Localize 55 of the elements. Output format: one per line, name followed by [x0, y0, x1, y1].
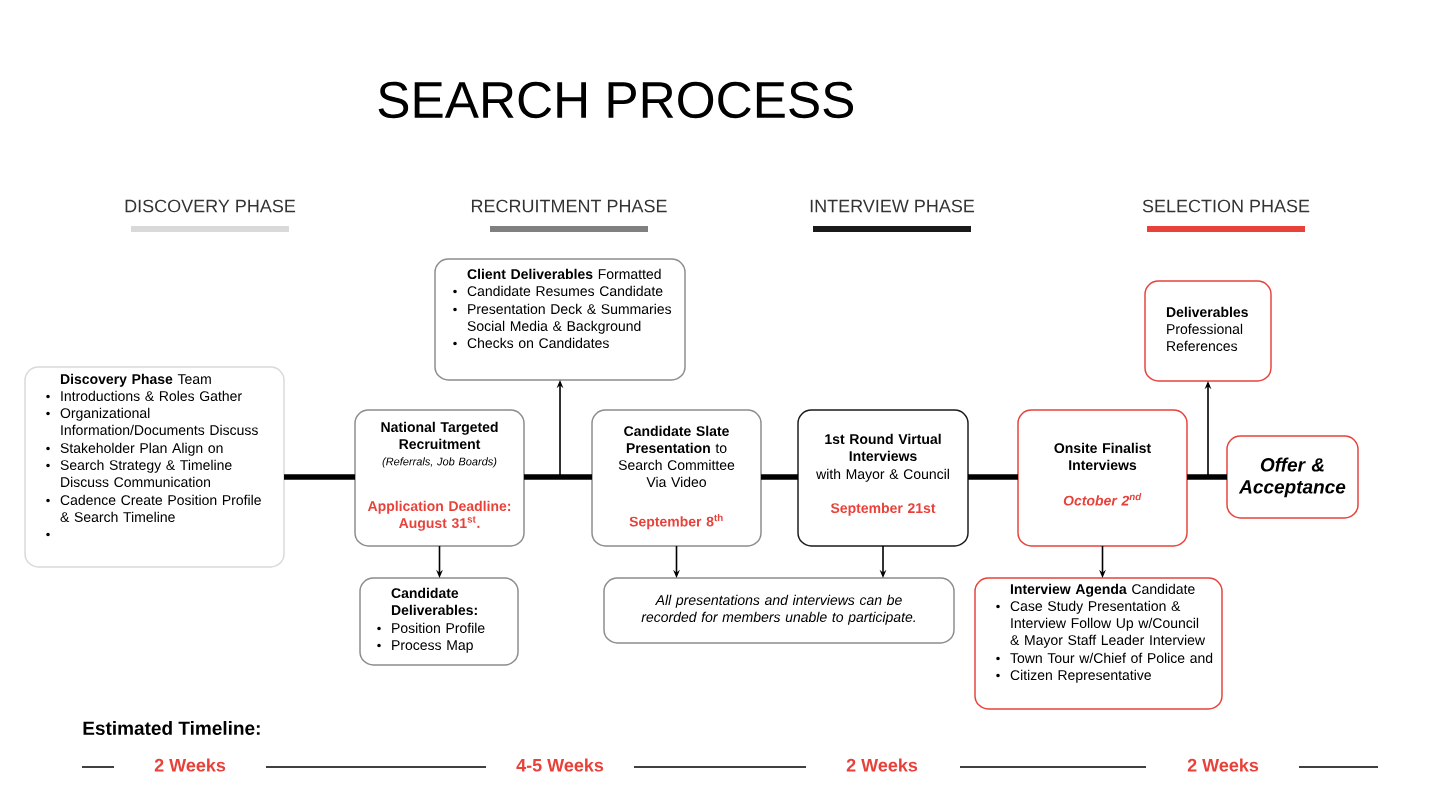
box-heading: Onsite Finalist Interviews	[1054, 442, 1151, 471]
duration-label: 2 Weeks	[1187, 758, 1259, 772]
info-box	[1144, 280, 1272, 382]
box-heading: National Targeted Recruitment	[381, 421, 498, 450]
date-text: Application Deadline: August 31$^{st}$.	[367, 500, 511, 531]
list-item: Town Tour w/Chief of Police and	[1010, 652, 1213, 664]
process-box	[354, 409, 525, 547]
list-item: Case Study Presentation & Interview Follow Up w/Council & Mayor Staff Leader Interview	[1010, 600, 1206, 648]
note-text: (Referrals, Job Boards)	[382, 457, 497, 468]
process-box	[797, 409, 969, 547]
list-item: Candidate Resumes Candidate	[467, 285, 663, 297]
timeline-line	[968, 474, 1018, 480]
note-text: All presentations and interviews can be recorded for members unable to participate.	[641, 594, 915, 625]
info-box	[359, 577, 519, 666]
title: SEARCH PROCESS	[378, 81, 854, 119]
list-item: Search Strategy & Timeline Discuss Communication	[60, 459, 232, 488]
info-box	[24, 366, 285, 568]
box-heading: Client Deliverables Formatted	[467, 268, 661, 280]
phase-heading: SELECTION PHASE	[1142, 199, 1310, 213]
date-text: September 21st	[830, 502, 936, 516]
list-item: Checks on Candidates	[467, 337, 609, 349]
duration-label: 2 Weeks	[846, 758, 918, 772]
box-text: Deliverables Professional References	[1166, 306, 1248, 352]
list-item: Presentation Deck & Summaries Social Media & Background	[467, 303, 672, 334]
list-item: Citizen Representative	[1010, 669, 1151, 683]
timeline-line	[1187, 474, 1227, 480]
timeline-line	[761, 474, 798, 480]
list-item: Organizational Information/Documents Discuss	[60, 407, 258, 436]
process-box	[1226, 435, 1359, 519]
note-box	[603, 577, 955, 644]
box-heading: Candidate Deliverables:	[391, 587, 477, 616]
phase-heading: RECRUITMENT PHASE	[472, 199, 667, 213]
process-box	[1017, 409, 1188, 547]
phase-heading: DISCOVERY PHASE	[125, 199, 296, 213]
list-item: Introductions & Roles Gather	[61, 390, 242, 402]
process-box	[591, 409, 762, 547]
timeline-line	[284, 474, 355, 480]
phase-heading: INTERVIEW PHASE	[810, 199, 975, 213]
box-text: with Mayor & Council	[816, 468, 949, 482]
list-item: Process Map	[392, 640, 473, 653]
info-box	[434, 258, 686, 381]
box-heading: Discovery Phase Team	[60, 373, 211, 387]
timeline-line	[524, 474, 592, 480]
date-text: October 2$^{nd}$	[1063, 493, 1142, 506]
list-item: Position Profile	[392, 622, 485, 634]
info-box	[974, 577, 1223, 710]
box-heading: Interview Agenda Candidate	[1010, 583, 1195, 597]
timeline-heading: Estimated Timeline:	[83, 721, 260, 735]
list-item: Stakeholder Plan Align on	[60, 442, 223, 456]
box-title: Offer & Acceptance	[1238, 457, 1346, 498]
box-text: Candidate Slate Presentation to Search Committee Via Video	[618, 425, 735, 488]
list-item: Cadence Create Position Profile & Search Timeline	[60, 494, 261, 523]
duration-label: 4-5 Weeks	[516, 758, 604, 772]
date-text: September 8$^{th}$	[629, 514, 723, 530]
duration-label: 2 Weeks	[154, 758, 226, 772]
